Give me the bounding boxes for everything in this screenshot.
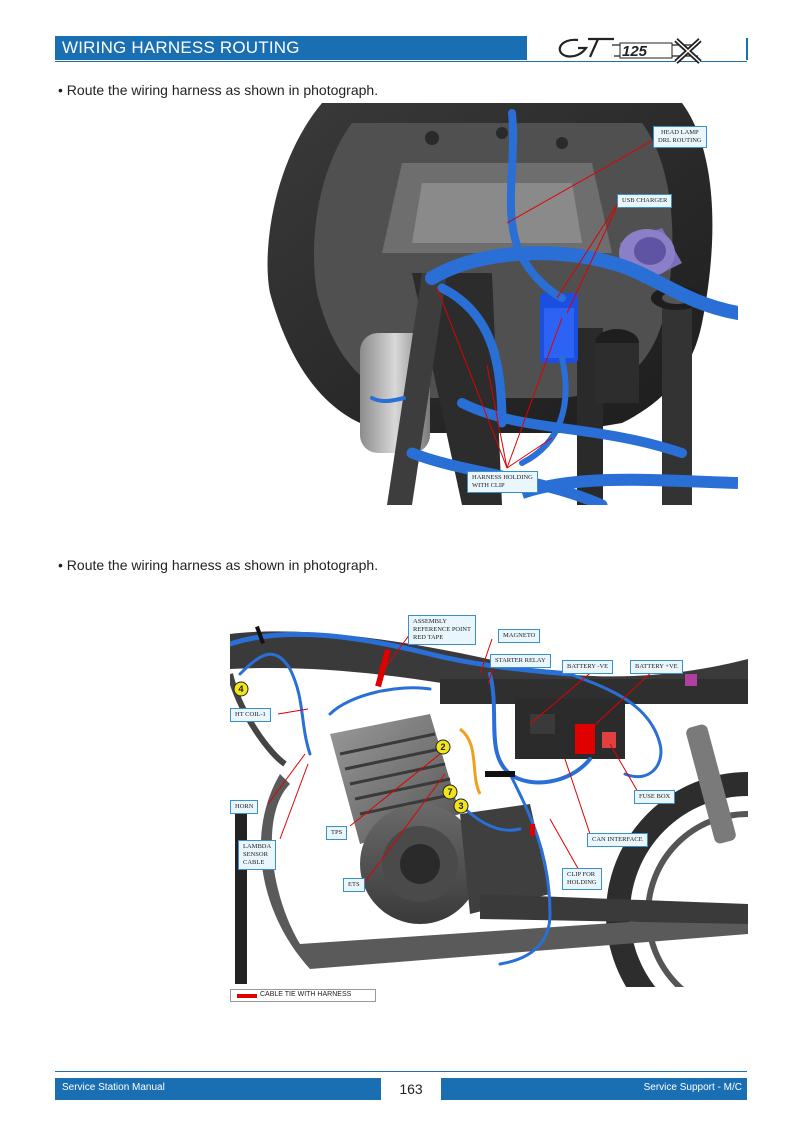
callout-clip-holding: CLIP FOR HOLDING xyxy=(562,868,602,890)
callout-text: HEAD LAMP xyxy=(660,129,699,136)
legend: CABLE TIE WITH HARNESS xyxy=(230,989,376,1002)
marker-7: 7 xyxy=(447,787,452,797)
footer-left-bar xyxy=(55,1078,381,1100)
callout-usb-charger: USB CHARGER xyxy=(617,194,673,208)
callout-battery-pos: BATTERY +VE xyxy=(630,660,683,674)
front-assembly-illustration xyxy=(262,103,745,511)
callout-text: HOLDING xyxy=(567,879,597,886)
callout-text: SENSOR xyxy=(243,851,268,858)
callout-text: ASSEMBLY xyxy=(413,618,448,625)
callout-battery-neg: BATTERY -VE xyxy=(562,660,614,674)
callout-ets: ETS xyxy=(343,878,365,892)
legend-swatch xyxy=(237,994,257,998)
callout-text: WITH CLIP xyxy=(472,482,505,489)
callout-can-interface: CAN INTERFACE xyxy=(587,833,648,847)
footer-manual-title: Service Station Manual xyxy=(62,1082,165,1093)
header-divider xyxy=(746,38,748,60)
callout-text: CLIP FOR xyxy=(567,871,596,878)
callout-text: RED TAPE xyxy=(413,634,444,641)
callout-text: MAGNETO xyxy=(503,632,536,639)
callout-text: HARNESS HOLDING xyxy=(472,474,533,481)
footer-department: Service Support - M/C xyxy=(643,1082,742,1093)
harness-photo-front: HEAD LAMP DRL ROUTING USB CHARGER HARNES… xyxy=(262,103,745,511)
page-title: WIRING HARNESS ROUTING xyxy=(62,38,300,57)
callout-text: CAN INTERFACE xyxy=(592,836,643,843)
callout-text: BATTERY -VE xyxy=(567,663,609,670)
header-rule xyxy=(55,61,747,62)
footer-right-bar xyxy=(441,1078,747,1100)
header-bar xyxy=(55,36,527,60)
instruction-1: • Route the wiring harness as shown in p… xyxy=(58,82,379,98)
callout-text: LAMBDA xyxy=(243,843,272,850)
callout-starter-relay: STARTER RELAY xyxy=(490,654,551,668)
callout-text: ETS xyxy=(348,881,360,888)
callout-lambda-sensor: LAMBDA SENSOR CABLE xyxy=(238,840,277,870)
callout-magneto: MAGNETO xyxy=(498,629,541,643)
logo-text: 125 xyxy=(622,43,648,60)
callout-text: HORN xyxy=(235,803,254,810)
callout-harness-holding: HARNESS HOLDING WITH CLIP xyxy=(467,471,538,493)
callout-text: CABLE xyxy=(243,859,265,866)
callout-assembly-reference: ASSEMBLY REFERENCE POINT RED TAPE xyxy=(408,615,476,645)
callout-horn: HORN xyxy=(230,800,259,814)
legend-label: CABLE TIE WITH HARNESS xyxy=(260,991,352,998)
callout-text: REFERENCE POINT xyxy=(413,626,471,633)
callout-text: TPS xyxy=(331,829,343,836)
marker-3: 3 xyxy=(458,801,463,811)
gt125x-logo: 125 xyxy=(558,37,702,64)
callout-text: FUSE BOX xyxy=(639,793,671,800)
callout-ht-coil: HT COIL-1 xyxy=(230,708,271,722)
instruction-2: • Route the wiring harness as shown in p… xyxy=(58,557,379,573)
callout-text: BATTERY +VE xyxy=(635,663,678,670)
page-number: 163 xyxy=(399,1081,423,1097)
callout-text: USB CHARGER xyxy=(622,197,668,204)
marker-4: 4 xyxy=(238,684,243,694)
callout-tps: TPS xyxy=(326,826,348,840)
callout-text: HT COIL-1 xyxy=(235,711,266,718)
footer-rule xyxy=(55,1071,747,1072)
callout-head-lamp-drl: HEAD LAMP DRL ROUTING xyxy=(653,126,707,148)
harness-photo-side: 4 2 7 3 ASSEMBLY REFERENCE POINT RED TAP… xyxy=(227,614,804,1056)
callout-text: STARTER RELAY xyxy=(495,657,546,664)
callout-text: DRL ROUTING xyxy=(658,137,702,144)
callout-fuse-box: FUSE BOX xyxy=(634,790,676,804)
marker-2: 2 xyxy=(440,742,445,752)
